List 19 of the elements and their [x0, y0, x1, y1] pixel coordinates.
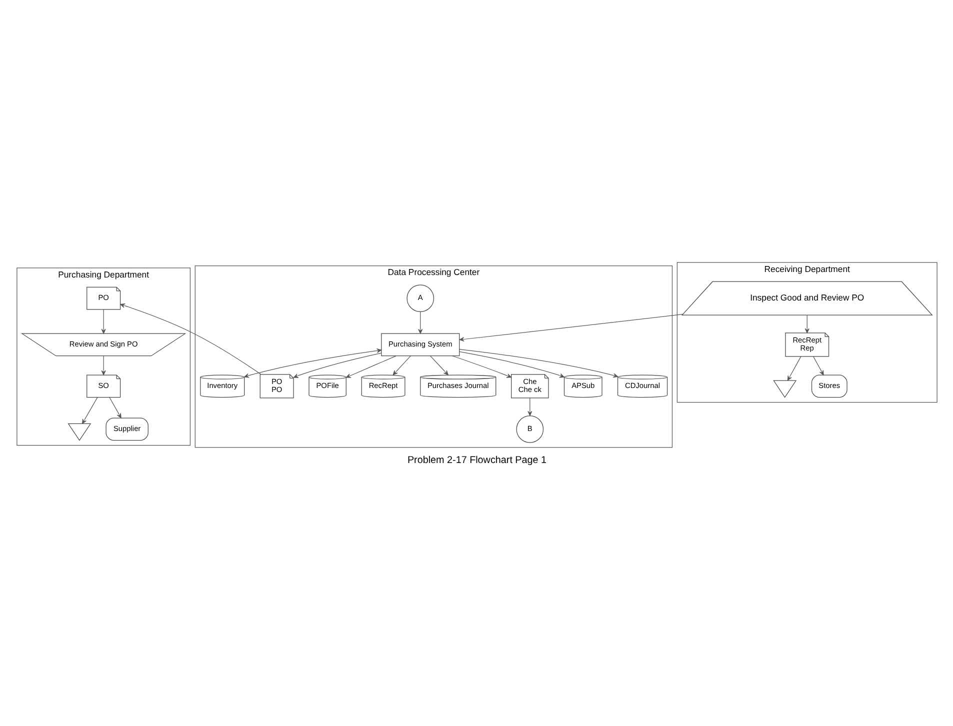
arrow: [804, 314, 809, 334]
arrow: [292, 352, 382, 378]
arrow: [418, 311, 422, 334]
caption: Problem 2-17 Flowchart Page 1: [406, 454, 546, 466]
arrow: [430, 356, 448, 376]
arrow: [812, 356, 824, 376]
arrow: [345, 356, 396, 378]
arrow: [527, 398, 532, 416]
arrow: [100, 309, 106, 334]
node-triangle: [772, 380, 796, 398]
arrow: [452, 356, 512, 378]
node-triangle: [67, 423, 91, 441]
arrow: [100, 356, 106, 376]
arrow: [82, 397, 98, 424]
arrow: [458, 314, 683, 342]
arrow: [392, 356, 410, 376]
arrow: [120, 303, 261, 375]
arrow: [108, 397, 121, 418]
arrow: [786, 356, 801, 381]
